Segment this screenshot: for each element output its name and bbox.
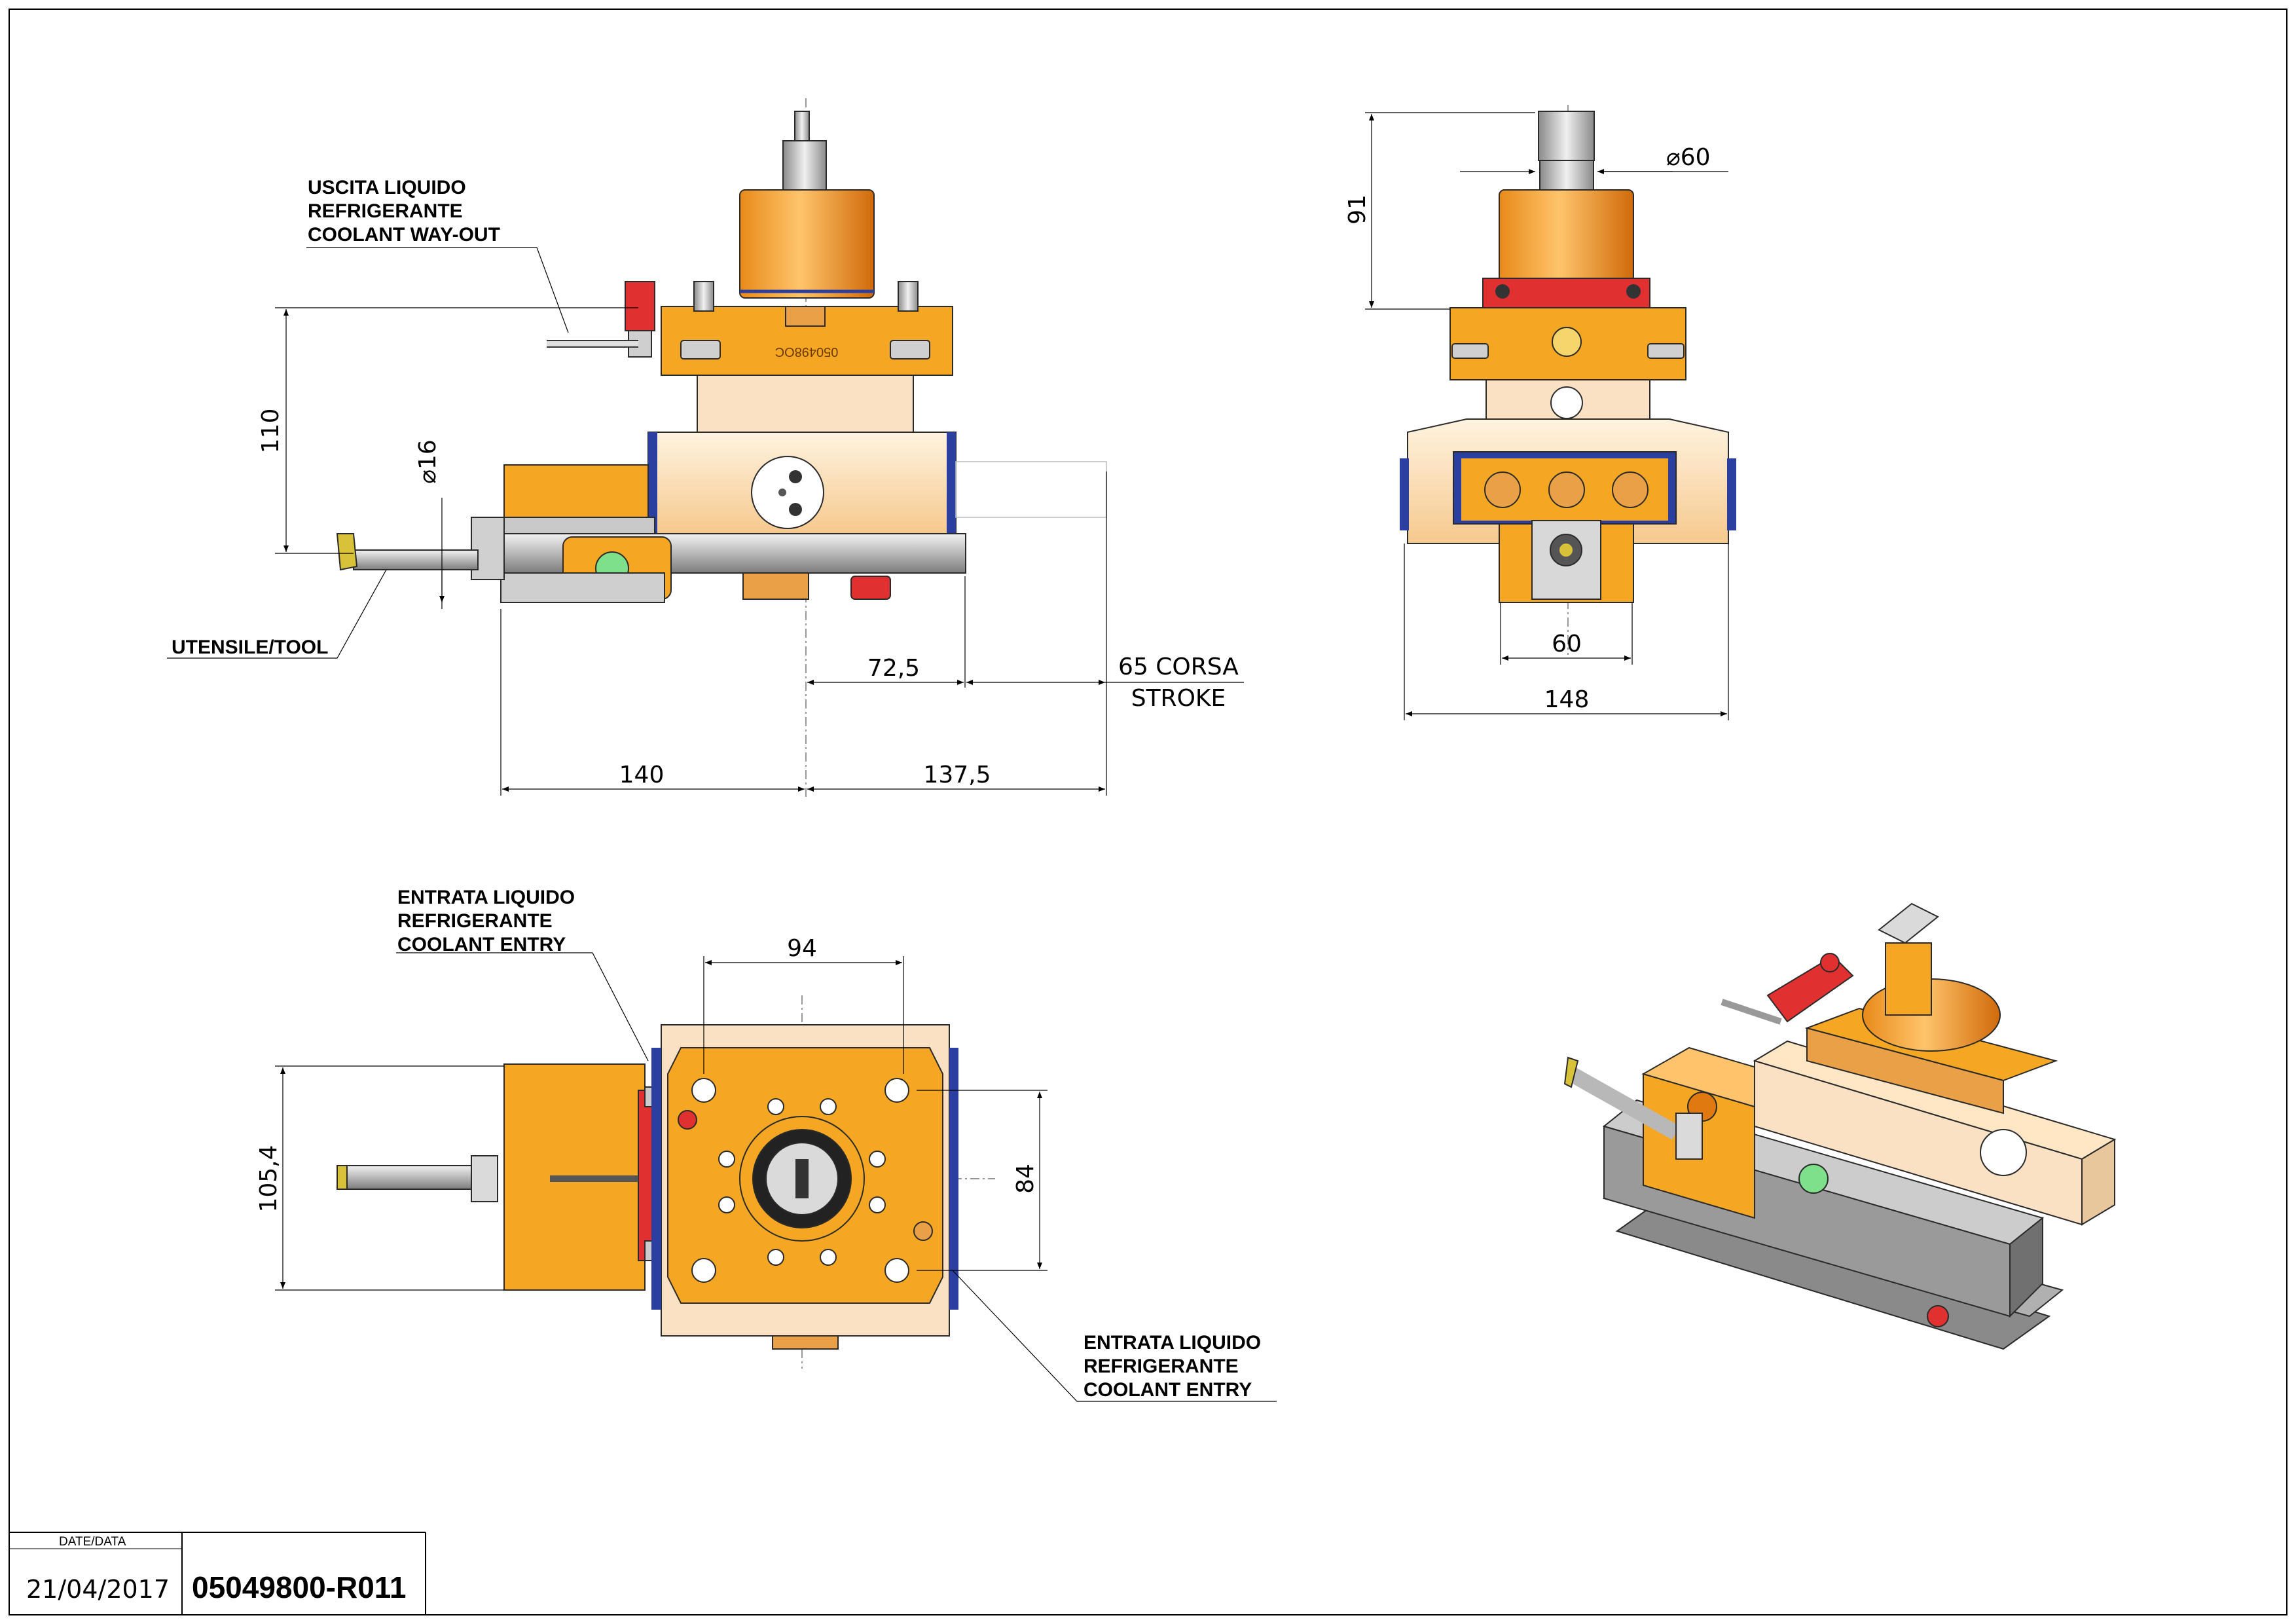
diameter-symbol-16: ⌀ (414, 470, 441, 484)
note-coolant-entry-bottom-3: COOLANT ENTRY (1084, 1379, 1252, 1401)
front-spindle (794, 111, 810, 145)
note-coolant-entry-top-1: ENTRATA LIQUIDO (397, 887, 575, 908)
side-drive-head (1499, 189, 1634, 282)
front-drive-head (739, 189, 875, 299)
front-coolant-outlet (625, 281, 655, 331)
diameter-symbol-60: ⌀ (1666, 144, 1681, 171)
svg-text:⌀60: ⌀60 (1666, 144, 1711, 171)
front-tool-shank (353, 549, 479, 570)
side-spindle (1538, 111, 1595, 161)
top-view: 94 105,4 84 ENTRATA LIQUIDO REFRIGERANTE… (255, 887, 1277, 1402)
dim-stroke-1: 65 CORSA (1118, 654, 1239, 680)
dim-tool-diameter: 16 (414, 439, 441, 470)
dim-spindle-diameter: 60 (1681, 144, 1711, 171)
title-block: DATE/DATA 21/04/2017 05049800-R011 (9, 1532, 426, 1615)
dim-top-height-105-4: 105,4 (255, 1145, 282, 1212)
dim-side-width-60: 60 (1552, 631, 1582, 657)
note-coolant-out-3: COOLANT WAY-OUT (308, 224, 500, 246)
note-coolant-out-1: USCITA LIQUIDO (308, 177, 466, 198)
svg-text:⌀16: ⌀16 (414, 439, 441, 484)
side-port-2 (1548, 471, 1585, 508)
iso-green-port (1798, 1164, 1829, 1194)
sheet-border (9, 9, 2287, 1615)
isometric-view (1563, 902, 2117, 1350)
title-block-date-label: DATE/DATA (59, 1535, 126, 1549)
iso-tool-shank (1567, 1067, 1680, 1140)
engraving-text: 050498OC (775, 344, 839, 359)
side-port-1 (1484, 471, 1521, 508)
note-tool: UTENSILE/TOOL (172, 637, 328, 658)
note-coolant-out-2: REFRIGERANTE (308, 200, 463, 222)
title-block-drawing-number: 05049800-R011 (192, 1570, 406, 1604)
side-port-3 (1612, 471, 1649, 508)
dim-top-width-94: 94 (787, 935, 817, 962)
top-tool-shank (337, 1165, 479, 1190)
note-coolant-entry-top-3: COOLANT ENTRY (397, 934, 566, 955)
iso-round-plate (1980, 1129, 2027, 1176)
note-coolant-entry-top-2: REFRIGERANTE (397, 910, 553, 932)
dim-side-width-148: 148 (1544, 686, 1590, 713)
front-spindle-collar (782, 140, 827, 191)
front-view: 050498OC 1 (167, 98, 1244, 799)
dim-front-height: 110 (257, 409, 284, 454)
dim-top-height-84: 84 (1012, 1164, 1039, 1194)
dim-offset-72-5: 72,5 (867, 655, 920, 682)
title-block-date: 21/04/2017 (26, 1575, 170, 1604)
dim-width-137-5: 137,5 (923, 762, 991, 788)
dim-width-140: 140 (619, 762, 665, 788)
front-round-plate (751, 456, 824, 529)
dim-side-height: 91 (1344, 194, 1371, 225)
note-coolant-entry-bottom-1: ENTRATA LIQUIDO (1084, 1332, 1261, 1354)
side-view: 91 ⌀60 60 148 (1344, 105, 1736, 720)
note-coolant-entry-bottom-2: REFRIGERANTE (1084, 1356, 1239, 1377)
dim-stroke-2: STROKE (1131, 685, 1226, 712)
